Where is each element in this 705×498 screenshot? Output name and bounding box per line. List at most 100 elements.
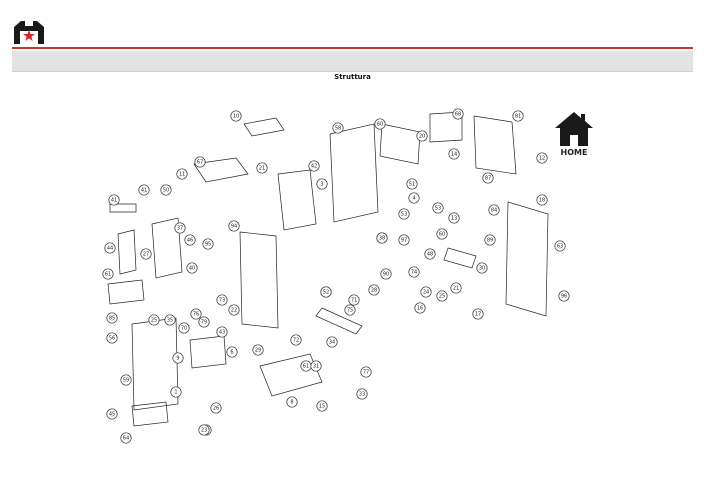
callout-label: 6 xyxy=(230,349,233,355)
callout-63: 63 xyxy=(554,240,566,252)
callout-45: 45 xyxy=(106,408,118,420)
callout-70: 70 xyxy=(178,322,190,334)
callout-label: 18 xyxy=(539,197,545,203)
callout-67: 67 xyxy=(194,156,206,168)
callout-22: 22 xyxy=(228,304,240,316)
callout-label: 24 xyxy=(423,289,429,295)
callout-label: 15 xyxy=(319,403,325,409)
callout-11: 11 xyxy=(176,168,188,180)
callout-label: 52 xyxy=(323,289,329,295)
callout-21: 21 xyxy=(450,282,462,294)
callout-label: 76 xyxy=(193,311,199,317)
callout-label: 9 xyxy=(176,355,179,361)
callout-label: 44 xyxy=(107,245,113,251)
callout-label: 73 xyxy=(219,297,225,303)
callout-label: 10 xyxy=(233,113,239,119)
callout-label: 23 xyxy=(201,427,207,433)
callout-label: 60 xyxy=(377,121,383,127)
callout-56: 56 xyxy=(106,332,118,344)
callout-74: 74 xyxy=(408,266,420,278)
callout-label: 81 xyxy=(515,113,521,119)
callout-label: 56 xyxy=(109,335,115,341)
callout-26: 26 xyxy=(210,402,222,414)
callout-label: 25 xyxy=(439,293,445,299)
callout-85: 85 xyxy=(106,312,118,324)
callout-label: 34 xyxy=(329,339,335,345)
callout-label: 37 xyxy=(177,225,183,231)
callout-79: 79 xyxy=(198,316,210,328)
callout-84: 84 xyxy=(488,204,500,216)
callout-label: 53 xyxy=(435,205,441,211)
callout-38: 38 xyxy=(376,232,388,244)
callout-label: 14 xyxy=(451,151,457,157)
callout-75: 75 xyxy=(344,304,356,316)
callout-13: 13 xyxy=(448,212,460,224)
callout-24: 24 xyxy=(420,286,432,298)
callout-71: 71 xyxy=(348,294,360,306)
callout-77: 77 xyxy=(360,366,372,378)
callout-64: 64 xyxy=(120,432,132,444)
callout-3: 3 xyxy=(316,178,328,190)
callout-23: 23 xyxy=(198,424,210,436)
header-bar xyxy=(12,51,693,72)
callout-label: 22 xyxy=(231,307,237,313)
home-button[interactable]: HOME xyxy=(553,110,595,162)
callout-label: 75 xyxy=(347,307,353,313)
callout-label: 27 xyxy=(143,251,149,257)
callout-label: 45 xyxy=(109,411,115,417)
home-label: HOME xyxy=(560,148,588,157)
callout-label: 67 xyxy=(197,159,203,165)
callout-40: 40 xyxy=(186,262,198,274)
callout-label: 61 xyxy=(303,363,309,369)
callout-48: 48 xyxy=(424,248,436,260)
callout-95: 95 xyxy=(202,238,214,250)
callout-label: 3 xyxy=(320,181,323,187)
callout-label: 41 xyxy=(141,187,147,193)
callout-label: 31 xyxy=(313,363,319,369)
callout-label: 25 xyxy=(151,317,157,323)
callout-label: 46 xyxy=(187,237,193,243)
callout-33: 33 xyxy=(356,388,368,400)
callout-label: 43 xyxy=(219,329,225,335)
callout-label: 8 xyxy=(290,399,293,405)
callout-41: 41 xyxy=(138,184,150,196)
callout-label: 17 xyxy=(475,311,481,317)
callout-28: 28 xyxy=(368,284,380,296)
callout-89: 89 xyxy=(484,234,496,246)
callout-label: 60 xyxy=(439,231,445,237)
callout-68: 68 xyxy=(452,108,464,120)
callout-label: 42 xyxy=(311,163,317,169)
callout-label: 58 xyxy=(335,125,341,131)
callout-label: 50 xyxy=(163,187,169,193)
callout-label: 63 xyxy=(557,243,563,249)
callout-15: 15 xyxy=(316,400,328,412)
callout-58: 58 xyxy=(332,122,344,134)
callout-1: 1 xyxy=(170,386,182,398)
callout-label: 21 xyxy=(453,285,459,291)
callout-label: 95 xyxy=(205,241,211,247)
callout-72: 72 xyxy=(290,334,302,346)
callout-60: 60 xyxy=(436,228,448,240)
callout-46: 46 xyxy=(184,234,196,246)
stove-logo-icon xyxy=(14,21,44,44)
callout-label: 26 xyxy=(213,405,219,411)
diagram-parts xyxy=(107,111,549,427)
callout-label: 38 xyxy=(379,235,385,241)
callout-label: 20 xyxy=(419,133,425,139)
callout-label: 4 xyxy=(412,195,415,201)
callout-label: 97 xyxy=(401,237,407,243)
callout-97: 97 xyxy=(398,234,410,246)
callout-76: 76 xyxy=(190,308,202,320)
callout-61: 61 xyxy=(102,268,114,280)
callout-42: 42 xyxy=(308,160,320,172)
callout-label: 77 xyxy=(363,369,369,375)
callout-label: 51 xyxy=(409,181,415,187)
callout-21: 21 xyxy=(256,162,268,174)
callout-6: 6 xyxy=(226,346,238,358)
callout-14: 14 xyxy=(448,148,460,160)
callout-53: 53 xyxy=(398,208,410,220)
callout-51: 51 xyxy=(406,178,418,190)
callout-label: 72 xyxy=(293,337,299,343)
callout-label: 79 xyxy=(201,319,207,325)
